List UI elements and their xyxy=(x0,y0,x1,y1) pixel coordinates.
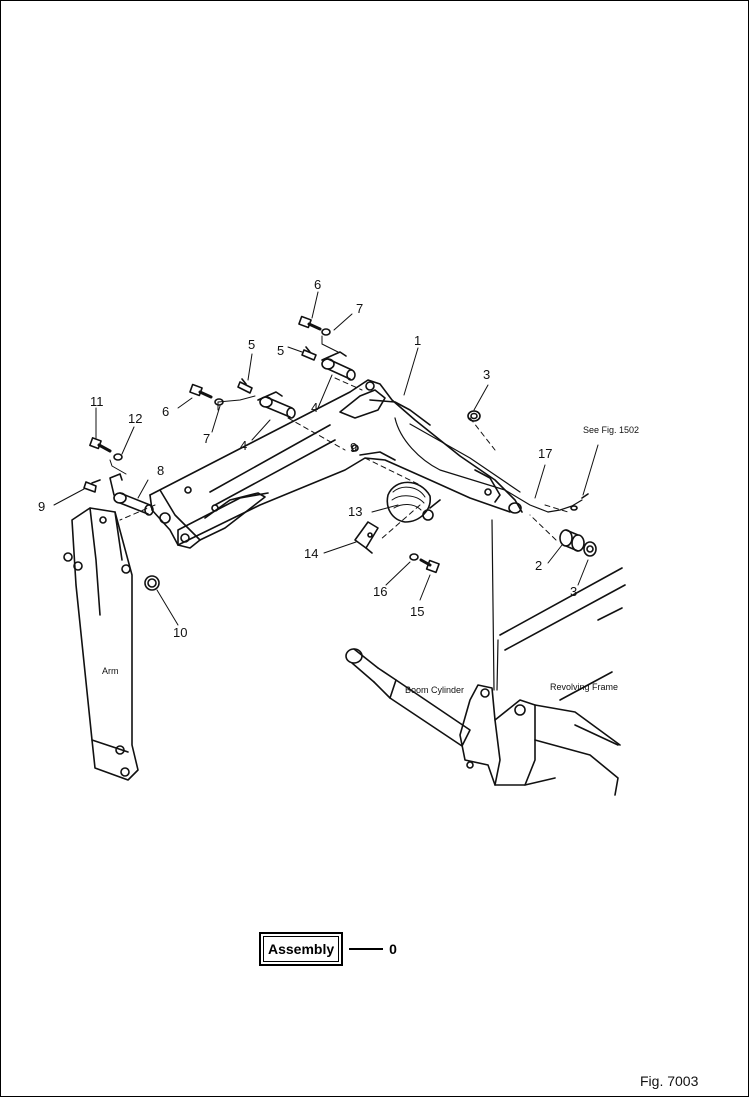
fitting-5-lower xyxy=(237,378,253,394)
see-fig-label: See Fig. 1502 xyxy=(583,425,639,435)
assembly-connector xyxy=(349,948,384,950)
callout-12: 12 xyxy=(128,411,142,426)
callout-3-upper: 3 xyxy=(483,367,490,382)
callout-5-lower: 5 xyxy=(277,343,284,358)
bracket-14 xyxy=(354,521,379,554)
boom-cylinder-label: Boom Cylinder xyxy=(405,685,464,695)
callout-9-left: 9 xyxy=(38,499,45,514)
callout-1: 1 xyxy=(414,333,421,348)
callout-7-upper: 7 xyxy=(356,301,363,316)
washer-7-upper xyxy=(321,328,331,336)
bolt-6-upper xyxy=(298,315,322,331)
callout-11: 11 xyxy=(90,394,104,409)
pin-4-upper xyxy=(321,351,356,381)
callout-6-upper: 6 xyxy=(314,277,321,292)
washer-10 xyxy=(144,575,160,591)
guide-lines xyxy=(119,377,569,541)
callout-2: 2 xyxy=(535,558,542,573)
leader-lines xyxy=(53,291,599,626)
callout-3-lower: 3 xyxy=(570,584,577,599)
boom-part xyxy=(149,379,549,549)
nut-3-upper xyxy=(467,410,481,422)
work-lamp-13 xyxy=(386,481,441,523)
pin-8 xyxy=(109,473,154,516)
callout-16: 16 xyxy=(373,584,387,599)
callout-5-upper: 5 xyxy=(248,337,255,352)
pin-4-lower xyxy=(257,391,296,419)
figure-caption: Fig. 7003 xyxy=(640,1073,699,1089)
callout-9-boom: 9 xyxy=(350,440,357,455)
arm-part xyxy=(63,507,139,781)
nut-3-lower xyxy=(583,541,597,557)
bushing-2 xyxy=(559,529,585,552)
callout-6-lower: 6 xyxy=(162,404,169,419)
callout-10: 10 xyxy=(173,625,187,640)
boom-cylinder xyxy=(345,648,471,747)
grouping-lines xyxy=(109,335,339,475)
callout-4-lower: 4 xyxy=(240,438,247,453)
callout-15: 15 xyxy=(410,604,424,619)
callout-4-upper: 4 xyxy=(311,400,318,415)
assembly-box: Assembly xyxy=(259,932,344,966)
assembly-code: 0 xyxy=(389,941,397,957)
callout-17: 17 xyxy=(538,446,552,461)
fitting-9 xyxy=(83,479,101,493)
bolt-11 xyxy=(89,437,112,453)
callout-13: 13 xyxy=(348,504,362,519)
fitting-5-upper xyxy=(301,346,317,361)
assembly-label: Assembly xyxy=(263,936,340,962)
callout-8: 8 xyxy=(157,463,164,478)
washer-12 xyxy=(113,453,123,461)
callout-7-lower: 7 xyxy=(203,431,210,446)
bolt-15 xyxy=(419,558,440,574)
washer-16 xyxy=(409,553,419,561)
revolving-frame xyxy=(459,519,626,796)
revolving-frame-label: Revolving Frame xyxy=(550,682,618,692)
assembly-indicator: Assembly 0 xyxy=(259,932,397,966)
callout-14: 14 xyxy=(304,546,318,561)
bolt-6-lower xyxy=(189,383,213,399)
arm-label: Arm xyxy=(102,666,119,676)
hose-end-17 xyxy=(547,493,589,513)
